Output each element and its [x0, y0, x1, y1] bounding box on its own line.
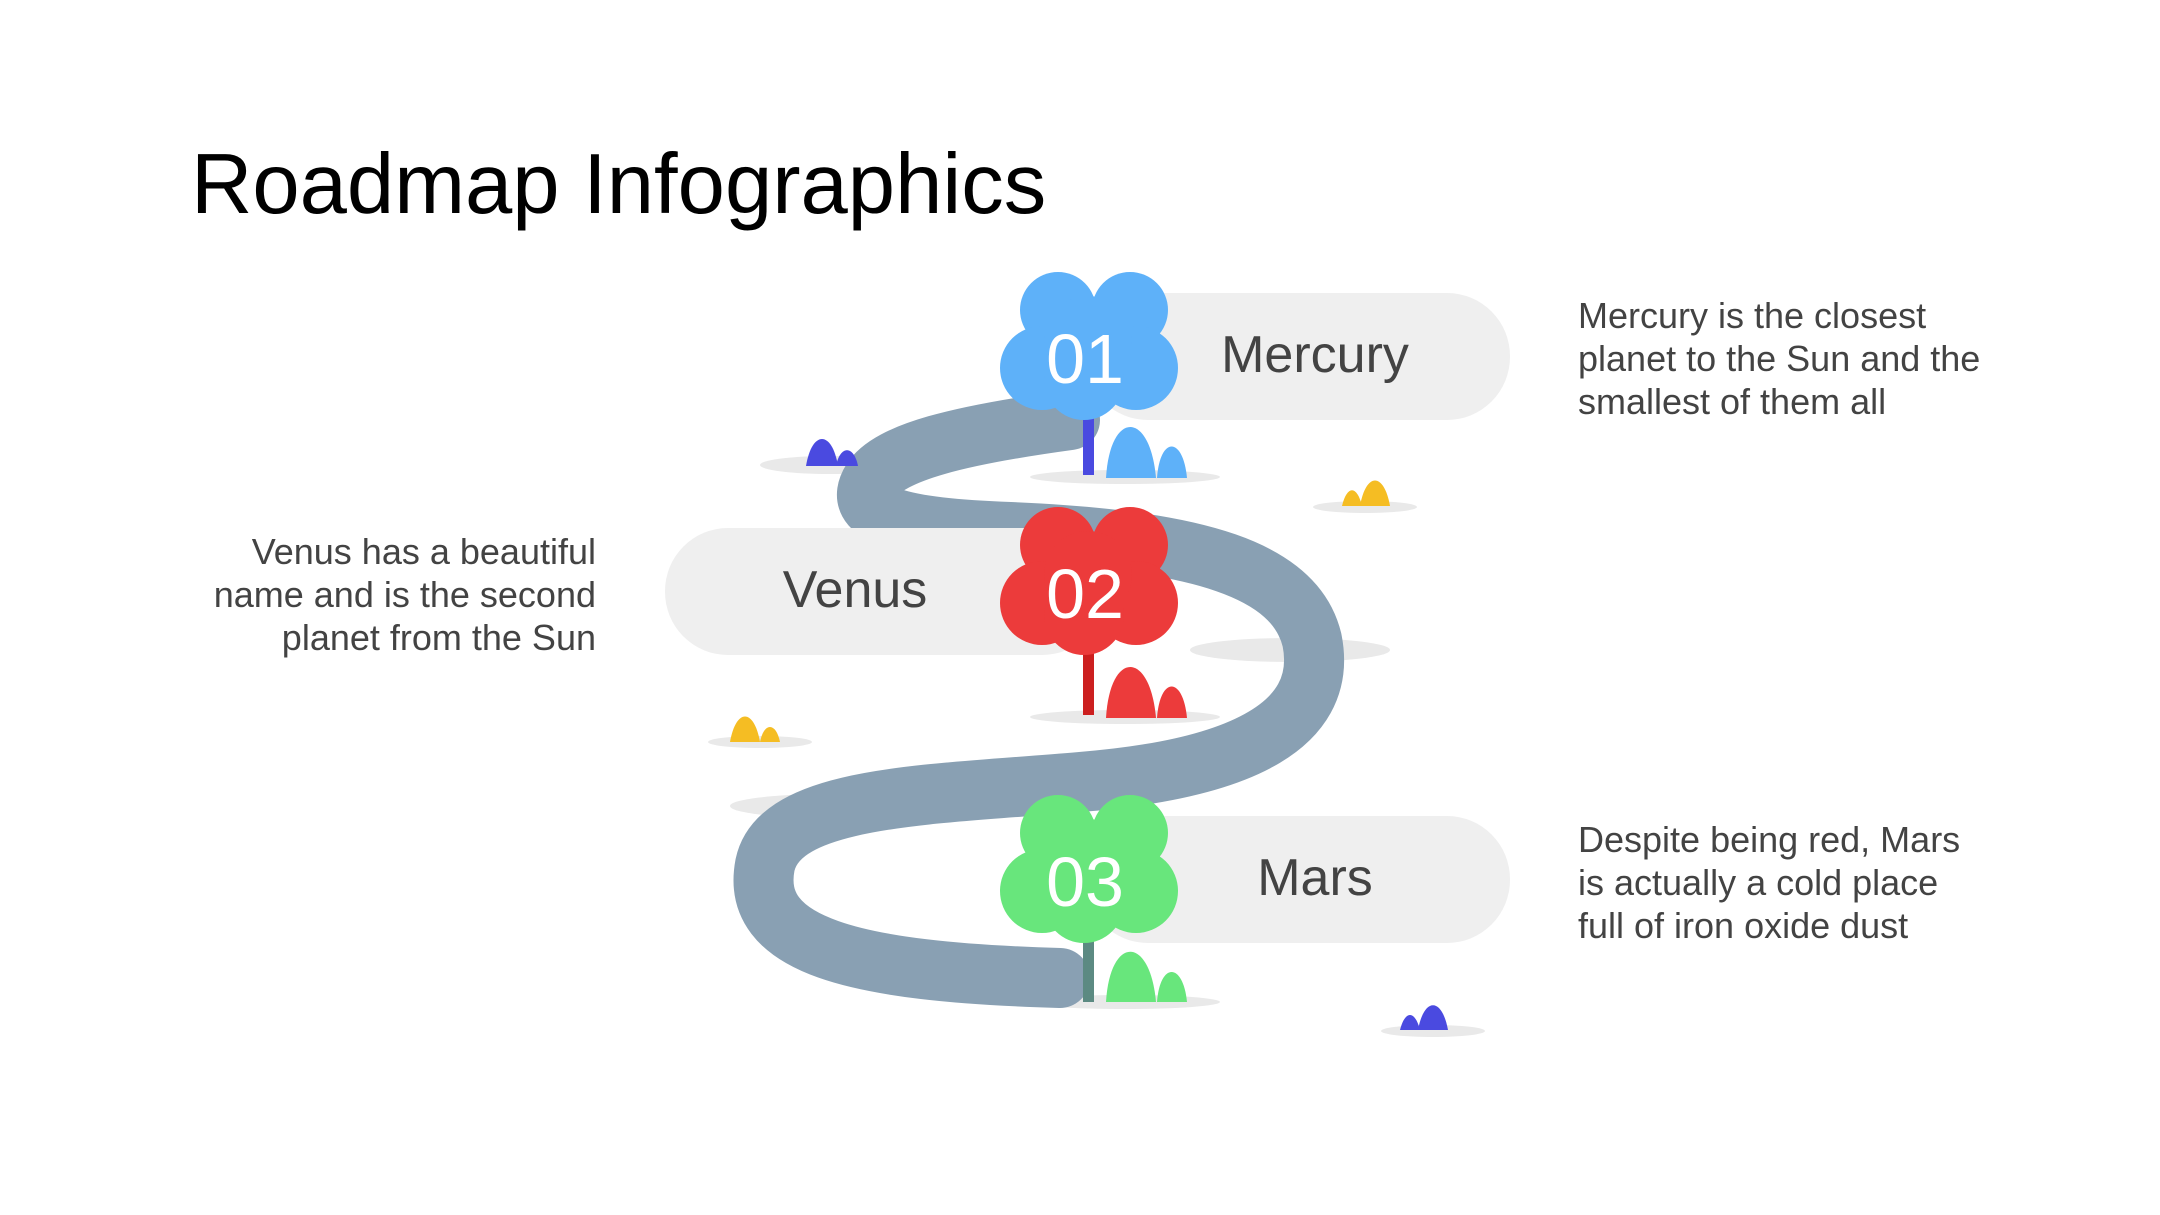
bush-icon	[1106, 427, 1156, 478]
bush-icon	[1360, 480, 1390, 506]
description-mercury: Mercury is the closest planet to the Sun…	[1578, 294, 1980, 423]
page-title: Roadmap Infographics	[191, 137, 1047, 232]
description-mars: Despite being red, Mars is actually a co…	[1578, 818, 1960, 947]
step-name-mercury: Mercury	[1221, 326, 1409, 384]
tree-trunk	[1083, 930, 1094, 1002]
description-line: Venus has a beautiful	[251, 531, 596, 572]
bush-icon	[730, 716, 760, 742]
description-line: is actually a cold place	[1578, 862, 1939, 903]
description-line: Despite being red, Mars	[1578, 819, 1961, 860]
step-number-mercury: 01	[1046, 320, 1124, 398]
bush-icon	[806, 439, 838, 466]
description-line: smallest of them all	[1578, 381, 1887, 422]
cloud-badge-venus	[1000, 507, 1178, 655]
ground-shadow	[1313, 501, 1417, 513]
step-number-mars: 03	[1046, 843, 1124, 921]
bush-icon	[1400, 1015, 1420, 1030]
bush-icon	[1342, 490, 1362, 506]
description-line: name and is the second	[213, 574, 596, 615]
cloud-badge-mercury	[1000, 272, 1178, 420]
step-name-mars: Mars	[1257, 849, 1373, 907]
bush-icon	[836, 450, 858, 466]
bush-icon	[1418, 1005, 1448, 1030]
bush-icon	[1157, 686, 1187, 718]
description-line: planet from the Sun	[281, 617, 596, 658]
tree-trunk	[1083, 400, 1094, 475]
tree-trunk	[1083, 640, 1094, 715]
tree-venus: 02 Venus	[783, 507, 1187, 718]
description-line: Mercury is the closest	[1578, 295, 1927, 336]
cloud-badge-mars	[1000, 795, 1178, 943]
bush-icon	[1106, 667, 1156, 718]
tree-mars: 03 Mars	[1000, 795, 1373, 1002]
label-pill-mercury	[1085, 293, 1510, 420]
bush-icon	[1106, 951, 1156, 1002]
description-venus: Venus has a beautiful name and is the se…	[150, 530, 596, 659]
bush-icon	[1157, 446, 1187, 478]
road-path	[733, 390, 1344, 1008]
bush-icon	[1157, 972, 1187, 1002]
label-pill-mars	[1085, 816, 1510, 943]
label-pill-venus	[665, 528, 1105, 655]
description-line: full of iron oxide dust	[1578, 905, 1909, 946]
tree-mercury: 01 Mercury	[1000, 272, 1409, 478]
step-number-venus: 02	[1046, 555, 1124, 633]
step-name-venus: Venus	[783, 561, 928, 619]
bush-icon	[760, 727, 780, 742]
description-line: planet to the Sun and the	[1578, 338, 1981, 379]
decor-bushes	[730, 439, 1448, 1030]
